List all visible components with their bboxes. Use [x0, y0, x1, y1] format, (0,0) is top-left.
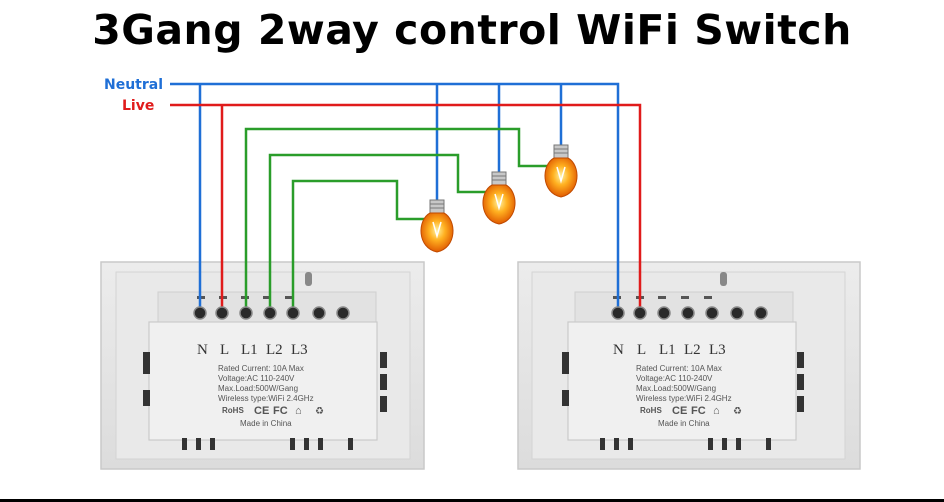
spec-voltage: Voltage:AC 110-240V: [636, 374, 713, 383]
live-wire: [170, 103, 642, 313]
bottom-rule: [0, 499, 944, 502]
light-bulb-icon: [482, 171, 516, 225]
terminal-label-l2: L2: [266, 342, 283, 358]
made-in-text: Made in China: [240, 419, 292, 428]
home-icon: ⌂: [295, 405, 302, 417]
terminal-label-l3: L3: [709, 342, 726, 358]
rohs-mark: RoHS: [222, 406, 244, 415]
live-label: Live: [122, 98, 155, 114]
recycle-icon: ♻: [733, 406, 742, 417]
spec-rated-current: Rated Current: 10A Max: [636, 364, 722, 373]
fcc-mark: FC: [691, 405, 706, 417]
made-in-text: Made in China: [658, 419, 710, 428]
neutral-label: Neutral: [104, 77, 164, 93]
terminal-label-l2: L2: [684, 342, 701, 358]
neutral-wire: [170, 82, 620, 313]
spec-max-load: Max.Load:500W/Gang: [636, 384, 716, 393]
light-bulb-icon: [420, 199, 454, 253]
fcc-mark: FC: [273, 405, 288, 417]
recycle-icon: ♻: [315, 406, 324, 417]
spec-wireless: Wireless type:WiFi 2.4GHz: [218, 394, 314, 403]
ce-mark: CE: [672, 405, 687, 417]
home-icon: ⌂: [713, 405, 720, 417]
ce-mark: CE: [254, 405, 269, 417]
load-wire-l1: [244, 127, 550, 313]
spec-wireless: Wireless type:WiFi 2.4GHz: [636, 394, 732, 403]
terminal-label-l3: L3: [291, 342, 308, 358]
terminal-label-l1: L1: [241, 342, 258, 358]
switch-panel-1: N L L1 L2 L3 Rated Current: 10A Max Volt…: [100, 261, 425, 470]
terminal-label-l: L: [220, 342, 229, 358]
spec-max-load: Max.Load:500W/Gang: [218, 384, 298, 393]
spec-voltage: Voltage:AC 110-240V: [218, 374, 295, 383]
spec-rated-current: Rated Current: 10A Max: [218, 364, 304, 373]
terminal-label-n: N: [197, 342, 208, 358]
terminal-label-l1: L1: [659, 342, 676, 358]
rohs-mark: RoHS: [640, 406, 662, 415]
switch-panel-2: N L L1 L2 L3 Rated Current: 10A Max Volt…: [517, 261, 861, 470]
terminal-label-l: L: [637, 342, 646, 358]
light-bulb-icon: [544, 144, 578, 198]
diagram-title: 3Gang 2way control WiFi Switch: [92, 6, 852, 54]
load-wire-l2: [268, 153, 488, 313]
terminal-label-n: N: [613, 342, 624, 358]
load-wire-l3: [291, 179, 426, 313]
